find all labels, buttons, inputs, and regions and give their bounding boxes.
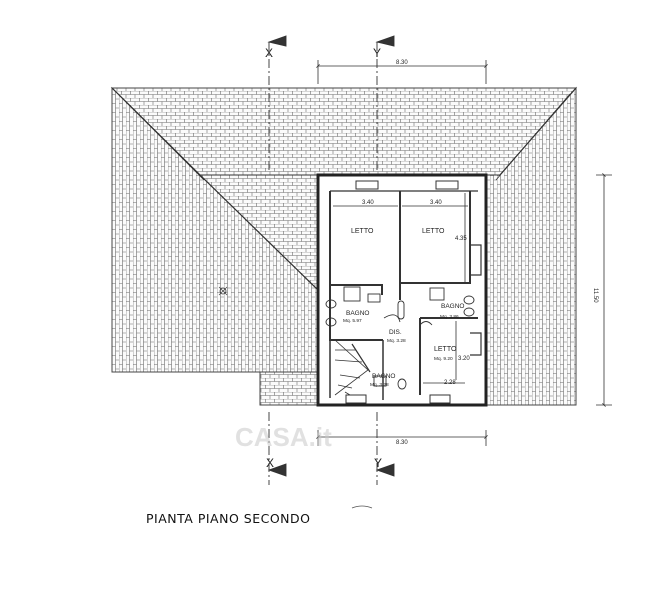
room-area: Mq. 3.28 [387, 338, 406, 344]
room-area: Mq. 5.97 [343, 318, 362, 324]
staircase [334, 339, 371, 396]
north-mark [351, 505, 373, 509]
section-mark-y-bottom: Y [374, 456, 382, 470]
room-name: LETTO [434, 346, 457, 353]
roof [110, 86, 578, 406]
upper-floor [316, 173, 488, 407]
room-name: BAGNO [346, 310, 369, 317]
dim-room2-width: 3.40 [430, 200, 442, 206]
dim-letto3-depth: 3.20 [458, 356, 470, 362]
dim-room2-depth: 4.35 [455, 236, 467, 242]
dim-room1-width: 3.40 [362, 200, 374, 206]
room-name: BAGNO [372, 373, 395, 380]
bathroom-fixtures [325, 286, 475, 390]
dim-top-width: 8.30 [396, 60, 408, 66]
section-mark-x-top: X [265, 46, 273, 60]
dim-bottom-width: 8.30 [396, 440, 408, 446]
section-mark-y-top: Y [373, 46, 381, 60]
dim-right-height: 11.50 [592, 288, 598, 303]
room-name: LETTO [422, 228, 445, 235]
room-name: LETTO [351, 228, 374, 235]
room-area: Mq. 9.20 [434, 356, 453, 362]
watermark: CASA.it [235, 422, 332, 452]
roof-plane-lower-left [259, 371, 319, 406]
room-name: BAGNO [441, 303, 464, 310]
room-area: Mq. 3.28 [370, 382, 389, 388]
room-area: Mq. 3.86 [440, 314, 459, 320]
section-mark-x-bottom: X [266, 456, 274, 470]
section-marks [267, 35, 395, 485]
room-name: DIS. [389, 329, 402, 336]
dimension-lines [316, 60, 612, 446]
dim-letto3-width: 2.28 [444, 380, 456, 386]
plan-caption: PIANTA PIANO SECONDO [146, 511, 311, 526]
